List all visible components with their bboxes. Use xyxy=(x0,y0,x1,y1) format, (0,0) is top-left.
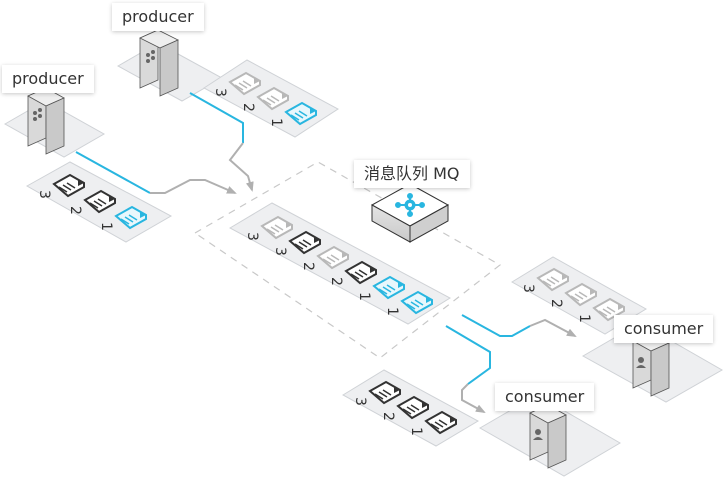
message-documents: 3 2 1 3 2 1 3 3 2 2 1 1 3 2 1 3 2 1 xyxy=(36,71,625,436)
message-number: 3 xyxy=(36,190,52,199)
message-number: 1 xyxy=(384,307,400,316)
user-server-icon xyxy=(529,404,567,469)
message-number: 3 xyxy=(352,397,368,406)
message-number: 2 xyxy=(300,262,316,271)
message-doc-icon xyxy=(256,86,289,111)
server-icon xyxy=(139,29,179,97)
producer-label-top: producer xyxy=(112,3,204,31)
message-doc-icon xyxy=(288,230,321,255)
consumer-label-right: consumer xyxy=(614,315,714,343)
message-doc-icon xyxy=(400,290,433,315)
message-doc-icon xyxy=(396,395,429,420)
message-number: 3 xyxy=(244,232,260,241)
flow-producer-top-accent xyxy=(189,92,244,143)
message-doc-icon xyxy=(83,189,116,214)
flow-lines xyxy=(75,92,577,413)
message-doc-icon xyxy=(564,282,597,307)
message-number: 1 xyxy=(408,427,424,436)
producer-node-left xyxy=(3,87,106,158)
mq-region-border xyxy=(193,161,502,359)
flow-producer-left-arrow xyxy=(150,179,237,194)
message-number: 2 xyxy=(240,103,256,112)
mq-server xyxy=(370,183,450,243)
consumer-label-bottom: consumer xyxy=(495,383,595,411)
message-number: 3 xyxy=(520,284,536,293)
message-number: 1 xyxy=(268,118,284,127)
message-doc-icon xyxy=(368,380,401,405)
message-doc-icon xyxy=(52,173,85,198)
producer-node-top xyxy=(116,29,224,102)
flow-producer-top-arrow xyxy=(228,142,254,192)
message-doc-icon xyxy=(316,245,349,270)
message-doc-icon xyxy=(344,260,377,285)
flow-consumer-right-accent xyxy=(461,314,531,337)
message-doc-icon xyxy=(592,297,625,322)
flow-consumer-right-arrow xyxy=(529,318,577,337)
message-doc-icon xyxy=(536,267,569,292)
message-number: 2 xyxy=(548,299,564,308)
message-number: 2 xyxy=(67,206,83,215)
server-icon xyxy=(27,87,65,155)
message-doc-icon xyxy=(114,205,147,230)
flow-consumer-bottom-arrow xyxy=(461,383,486,413)
message-doc-icon xyxy=(372,275,405,300)
message-number: 1 xyxy=(576,314,592,323)
mq-label: 消息队列 MQ xyxy=(354,160,470,188)
message-number: 1 xyxy=(356,292,372,301)
message-doc-icon xyxy=(228,71,261,96)
message-doc-icon xyxy=(424,410,457,435)
flow-producer-left-accent xyxy=(75,151,151,194)
message-doc-icon xyxy=(284,101,317,126)
message-number: 3 xyxy=(212,88,228,97)
flow-consumer-bottom-accent xyxy=(445,325,491,385)
message-doc-icon xyxy=(260,215,293,240)
message-number: 2 xyxy=(380,412,396,421)
message-number: 3 xyxy=(272,247,288,256)
hub-icon xyxy=(395,193,425,217)
producer-label-left: producer xyxy=(2,65,94,93)
message-number: 2 xyxy=(328,277,344,286)
message-number: 1 xyxy=(98,222,114,231)
